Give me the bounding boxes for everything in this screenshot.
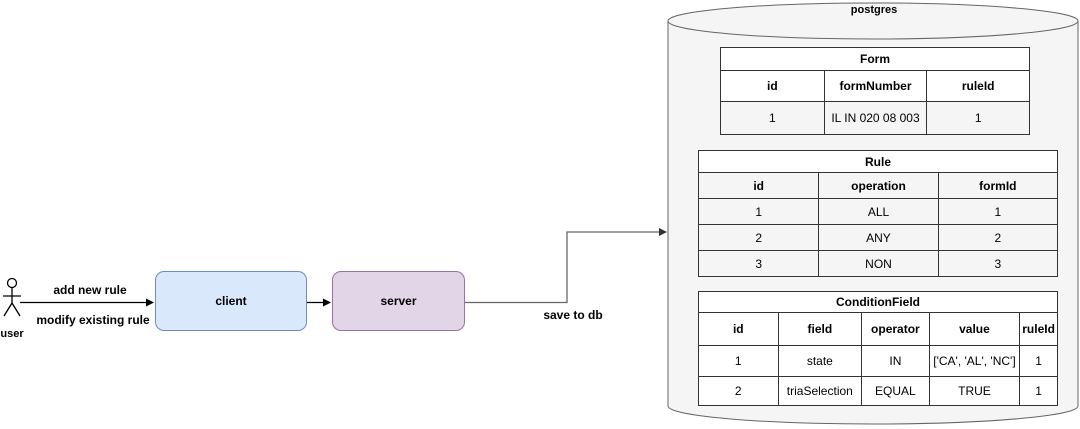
client-node: client: [155, 271, 307, 331]
table-cell: IN: [861, 346, 929, 376]
table-row: 1 ALL 1: [699, 198, 1057, 224]
table-cell: 1: [1019, 377, 1057, 405]
column-header: formNumber: [823, 71, 927, 101]
table-row: 2 triaSelection EQUAL TRUE 1: [699, 376, 1057, 405]
table-conditionfield: ConditionField id field operator value r…: [698, 291, 1058, 406]
column-header: id: [766, 79, 778, 93]
arrow-user-to-client: [20, 298, 154, 307]
table-rule-title: Rule: [864, 154, 891, 169]
table-form: Form id formNumber ruleId 1 IL IN 020 08…: [720, 47, 1030, 135]
table-cell: IL IN 020 08 003: [823, 102, 927, 134]
table-cell: triaSelection: [777, 377, 862, 405]
table-row: 1 state IN ['CA', 'AL', 'NC'] 1: [699, 345, 1057, 376]
table-form-header-row: id formNumber ruleId: [721, 70, 1029, 101]
table-cell: ['CA', 'AL', 'NC']: [928, 346, 1020, 376]
server-node-label: server: [380, 294, 417, 308]
client-node-label: client: [215, 294, 247, 308]
column-header: formId: [937, 173, 1057, 198]
arrow-server-to-database: [465, 228, 667, 304]
table-cell: 3: [755, 256, 762, 271]
user-actor-icon: [3, 277, 21, 317]
edge-label-add-new-rule: add new rule: [53, 283, 127, 297]
table-cell: 1: [768, 111, 776, 125]
column-header: value: [928, 313, 1020, 345]
table-row: 3 NON 3: [699, 250, 1057, 276]
table-conditionfield-header-row: id field operator value ruleId: [699, 312, 1057, 345]
column-header: field: [777, 313, 862, 345]
table-cell: 2: [937, 225, 1057, 250]
table-cell: 2: [755, 230, 762, 245]
table-cell: NON: [818, 251, 937, 276]
table-cell: 1: [926, 102, 1029, 134]
table-conditionfield-title: ConditionField: [836, 295, 920, 309]
table-cell: 1: [937, 199, 1057, 224]
column-header: operation: [818, 173, 937, 198]
table-cell: 1: [1019, 346, 1057, 376]
table-form-title: Form: [860, 52, 890, 66]
table-cell: 3: [937, 251, 1057, 276]
table-cell: 1: [734, 354, 742, 368]
column-header: ruleId: [926, 71, 1029, 101]
arrow-client-to-server: [307, 298, 331, 307]
table-rule: Rule id operation formId 1 ALL 1 2 ANY 2…: [698, 150, 1058, 277]
table-cell: EQUAL: [861, 377, 929, 405]
column-header: id: [732, 322, 744, 336]
column-header: operator: [861, 313, 929, 345]
table-cell: ALL: [818, 199, 937, 224]
table-cell: TRUE: [928, 377, 1020, 405]
user-actor-label: user: [0, 328, 24, 340]
table-cell: ANY: [818, 225, 937, 250]
table-cell: 2: [734, 384, 742, 398]
column-header: ruleId: [1019, 313, 1057, 345]
database-label: postgres: [850, 4, 898, 16]
table-row: 2 ANY 2: [699, 224, 1057, 250]
edge-label-modify-existing-rule: modify existing rule: [36, 313, 150, 327]
table-rule-header-row: id operation formId: [699, 172, 1057, 198]
table-cell: 1: [755, 204, 762, 219]
edge-label-save-to-db: save to db: [543, 308, 603, 322]
table-cell: state: [777, 346, 862, 376]
column-header: id: [753, 178, 764, 193]
table-row: 1 IL IN 020 08 003 1: [721, 101, 1029, 134]
server-node: server: [332, 271, 465, 331]
